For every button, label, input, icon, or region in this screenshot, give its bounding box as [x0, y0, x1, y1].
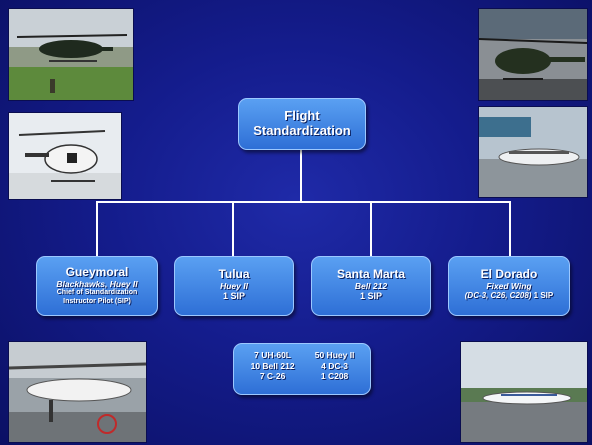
fleet-cell: 7 UH-60L — [254, 350, 291, 360]
flight-standardization-box: Flight Standardization — [238, 98, 366, 150]
connector-santa-marta — [370, 201, 372, 257]
fixed-wing-photo-right — [478, 106, 588, 198]
unit-aircraft: Fixed Wing — [486, 281, 532, 291]
fleet-row: 10 Bell 212 4 DC-3 — [240, 361, 364, 372]
unit-box-gueymoral: Gueymoral Blackhawks, Huey II Chief of S… — [36, 256, 158, 316]
fleet-cell: 4 DC-3 — [321, 360, 349, 371]
bell212-image — [9, 113, 121, 199]
airliner-image — [461, 342, 587, 442]
fleet-summary-box: 7 UH-60L 50 Huey II 10 Bell 212 4 DC-3 7… — [233, 343, 371, 395]
unit-role-line1: Chief of Standardization — [56, 289, 138, 296]
fleet-cell: 10 Bell 212 — [250, 360, 295, 371]
fleet-row: 7 UH-60L 50 Huey II — [240, 350, 364, 361]
top-title-line1: Flight — [284, 108, 320, 123]
blackhawk-image — [9, 9, 133, 100]
top-title-line2: Standardization — [253, 123, 351, 138]
blackhawk-photo — [8, 8, 134, 101]
unit-aircraft: Blackhawks, Huey II — [56, 279, 138, 289]
unit-name: Santa Marta — [336, 267, 406, 281]
unit-detail-sip: 1 SIP — [531, 291, 554, 300]
unit-box-santa-marta: Santa Marta Bell 212 1 SIP — [311, 256, 431, 316]
connector-bar — [96, 201, 510, 203]
unit-aircraft: Huey II — [220, 281, 248, 291]
caravan-image — [9, 342, 146, 442]
connector-tulua — [232, 201, 234, 257]
fleet-cell: 7 C-26 — [259, 371, 286, 381]
connector-gueymoral — [96, 201, 98, 257]
fleet-row: 7 C-26 1 C208 — [240, 371, 364, 382]
unit-box-tulua: Tulua Huey II 1 SIP — [174, 256, 294, 316]
unit-detail-aircraft: (DC-3, C26, C208) — [464, 291, 532, 300]
unit-box-el-dorado: El Dorado Fixed Wing (DC-3, C26, C208) 1… — [448, 256, 570, 316]
fixed-wing-image-right — [479, 107, 587, 197]
airliner-photo — [460, 341, 588, 443]
bell212-photo — [8, 112, 122, 200]
unit-sip: 1 SIP — [222, 291, 245, 301]
fleet-cell: 1 C208 — [320, 371, 349, 381]
unit-role-line2: Instructor Pilot (SIP) — [63, 297, 131, 305]
unit-sip: 1 SIP — [359, 291, 382, 301]
fleet-table: 7 UH-60L 50 Huey II 10 Bell 212 4 DC-3 7… — [240, 350, 364, 382]
unit-detail: (DC-3, C26, C208) 1 SIP — [449, 291, 569, 301]
caravan-photo — [8, 341, 147, 443]
unit-name: El Dorado — [480, 267, 538, 281]
unit-aircraft: Bell 212 — [354, 281, 388, 291]
connector-trunk — [300, 148, 302, 202]
huey-image — [479, 9, 587, 100]
connector-el-dorado — [509, 201, 511, 257]
fleet-cell: 50 Huey II — [314, 350, 355, 360]
unit-name: Tulua — [218, 267, 250, 281]
huey-photo — [478, 8, 588, 101]
unit-name: Gueymoral — [65, 265, 129, 279]
